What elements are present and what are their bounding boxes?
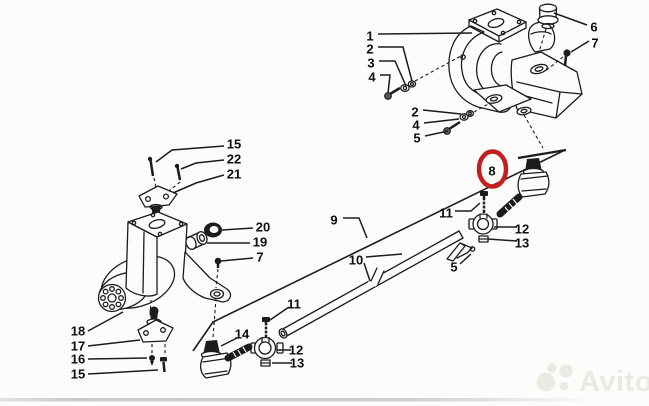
leader-line-17 [87,339,141,347]
part-number-4: 4 [412,118,420,133]
leader-line-22 [180,159,225,170]
housing-lower-flange [473,84,532,113]
leader-line-14 [220,337,238,347]
leader-line-20 [221,227,254,231]
knuckle-body [125,211,232,303]
leader-line-6 [553,12,588,26]
leader-line-21 [172,174,225,194]
leader-line-2 [378,46,413,82]
photo-edge-line [0,398,588,402]
pin-15 [147,156,155,177]
tie-rod-end-8 [496,148,567,218]
kingpin-lower-17 [137,306,174,343]
pin-22 [174,163,182,181]
part-number-2: 2 [366,42,373,57]
leader-line-13 [487,238,518,242]
bolt-7 [563,49,571,67]
part-number-4: 4 [368,70,376,85]
part-number-12: 12 [515,222,529,237]
drag-link-tube-10 [278,230,464,339]
bolt-16 [149,355,155,366]
leader-line-16 [87,357,148,360]
avito-logo-circle [547,363,557,373]
leader-line-7 [220,257,254,262]
leader-line-7 [570,40,590,53]
part-number-19: 19 [253,235,267,250]
fork-end-5 [446,242,476,262]
leader-line-4 [380,74,391,94]
washer-bolt-set-b [443,110,475,135]
part-number-2: 2 [411,105,418,120]
leader-line-1 [377,32,473,35]
swivel-housing-drawing [384,3,583,149]
part-number-22: 22 [227,152,241,167]
bushing-19 [185,231,208,250]
part-number-16: 16 [71,352,85,367]
part-number-6: 6 [590,20,597,35]
bolt-15-bottom [160,357,167,373]
leader-line-5 [459,253,472,265]
highlight-circle-part-8 [476,149,509,189]
part-number-11: 11 [439,206,453,221]
tie-rod-assembly-9 [192,150,564,352]
part-number-12: 12 [289,343,303,358]
part-number-5: 5 [413,131,420,146]
part-number-5: 5 [450,260,457,275]
seal-20 [204,222,222,238]
avito-logo-circle [536,372,556,392]
part-number-7: 7 [591,36,598,51]
steering-knuckle-drawing [97,156,232,373]
part-number-14: 14 [235,327,250,342]
tube-break-mark [377,270,385,285]
leader-line-15 [87,369,159,375]
leader-line-11 [269,306,290,321]
part-number-20: 20 [256,220,270,235]
clamp-right [468,191,498,243]
part-number-3: 3 [367,56,374,71]
clamp-bottom [250,317,284,367]
avito-watermark-text: Avito [579,366,649,398]
part-number-10: 10 [349,253,363,268]
avito-logo-circle [559,364,573,378]
part-number-1: 1 [366,29,373,44]
part-number-11: 11 [287,297,301,312]
leader-line-9 [343,217,368,239]
part-number-21: 21 [227,167,241,182]
part-number-13: 13 [290,356,304,371]
part-number-15: 15 [227,137,241,152]
part-number-13: 13 [515,236,529,251]
part-number-9: 9 [330,213,337,228]
leader-line-5 [424,130,449,137]
red-highlight-ring [476,149,509,189]
leader-line-18 [87,311,124,332]
tube-break-gap [367,264,386,287]
avito-watermark: Avito [536,363,649,398]
part-callouts: 1234245679101112135111213141522212019718… [71,12,599,382]
cap-6 [537,3,559,30]
part-number-8: 8 [488,164,495,179]
tube-break-mark [370,267,378,282]
part-number-15: 15 [71,367,85,382]
leader-line-3 [379,60,407,87]
part-number-17: 17 [71,339,85,354]
tie-rod-end-14 [199,340,253,379]
avito-logo-circle [559,381,569,391]
leader-line-10 [363,262,371,282]
leader-line-10 [365,253,403,258]
bolt-7-left [214,257,222,268]
part-number-7: 7 [256,250,263,265]
leader-line-11 [455,202,481,212]
part-number-18: 18 [71,324,85,339]
leader-line-4 [423,118,460,124]
leader-line-2 [422,109,462,115]
leader-line-15 [155,145,225,163]
